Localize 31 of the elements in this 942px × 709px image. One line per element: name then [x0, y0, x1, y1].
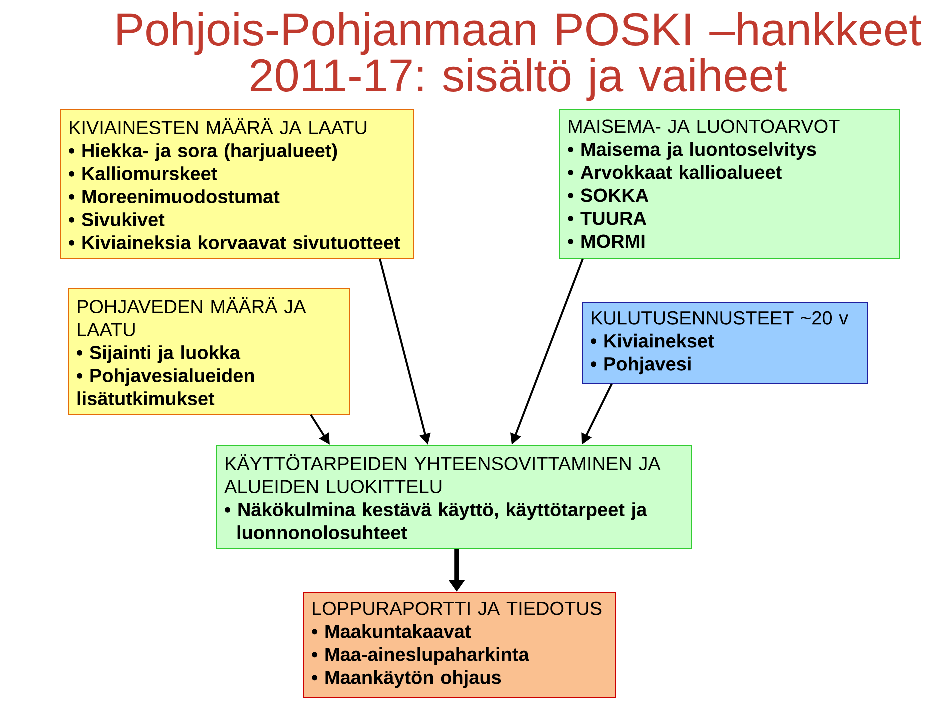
topic-box [216, 445, 692, 549]
bullet-item: • Kiviainekset [591, 334, 714, 348]
bullet-item: • SOKKA [568, 188, 649, 202]
bullet-item: • Näkökulmina kestävä käyttö, käyttötarpeet ja luonnonolosuhteet [225, 502, 648, 540]
box-heading: MAISEMA- JA LUONTOARVOT [569, 120, 840, 134]
bullet-item: • MORMI [568, 234, 645, 248]
bullet-item: • TUURA [568, 212, 646, 226]
title: Pohjois-Pohjanmaan POSKI –hankkeet 2011-17: sisältö ja vaiheet [118, 12, 922, 102]
bullet-item: • Pohjavesi [591, 356, 691, 375]
bullet-item: • Arvokkaat kallioalueet [568, 165, 782, 180]
box-heading: LOPPURAPORTTI JA TIEDOTUS [313, 602, 602, 616]
topic-box [303, 592, 616, 698]
topic-box [60, 109, 414, 259]
topic-box [68, 288, 350, 415]
bullet-item: • Pohjavesialueiden lisätutkimukset [77, 368, 254, 406]
box-heading: KULUTUSENNUSTEET ~20 v [592, 311, 849, 325]
bullet-item: • Maa-aineslupaharkinta [312, 647, 530, 666]
box-heading: POHJAVEDEN MÄÄRÄ JA LAATU [78, 297, 306, 337]
bullet-item: • Sijainti ja luokka [77, 346, 241, 364]
topic-box [582, 302, 868, 384]
bullet-item: • Maakuntakaavat [312, 624, 472, 638]
bullet-item: • Kiviaineksia korvaavat sivutuotteet [69, 236, 400, 250]
bullet-item: • Maankäytön ohjaus [312, 670, 502, 688]
bullet-item: • Maisema ja luontoselvitys [568, 142, 816, 160]
bullet-item: • Sivukivet [69, 212, 165, 227]
box-heading: KÄYTTÖTARPEIDEN YHTEENSOVITTAMINEN JA ALUEIDEN LUOKITTELU [224, 454, 661, 494]
bullet-item: • Kalliomurskeet [69, 166, 218, 181]
box-heading: KIVIAINESTEN MÄÄRÄ JA LAATU [70, 118, 367, 135]
topic-box [559, 109, 900, 259]
bullet-item: • Hiekka- ja sora (harjualueet) [69, 144, 338, 162]
bullet-item: • Moreenimuodostumat [69, 190, 280, 204]
